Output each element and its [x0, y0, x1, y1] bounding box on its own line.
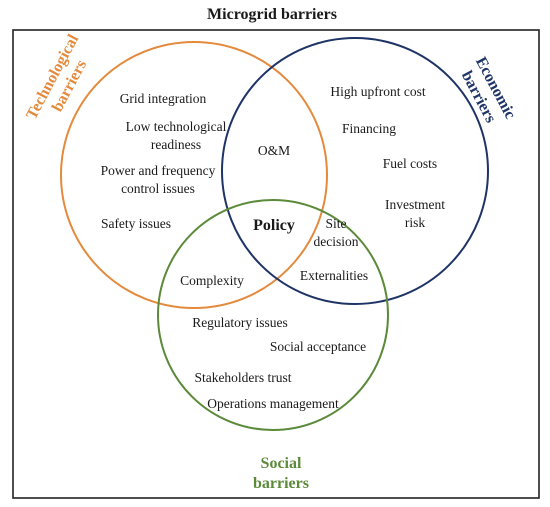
- item-power-frequency-line2: control issues: [121, 181, 195, 196]
- economic-set-label: Economic barriers: [458, 54, 519, 125]
- item-power-frequency-line1: Power and frequency: [101, 163, 216, 178]
- item-site-decision-line1: Site: [325, 216, 346, 231]
- item-low-tech-line2: readiness: [151, 137, 201, 152]
- item-financing: Financing: [342, 121, 396, 136]
- item-policy: Policy: [253, 217, 295, 234]
- item-regulatory-issues: Regulatory issues: [192, 315, 288, 330]
- economic-circle: [221, 37, 489, 305]
- item-safety-issues: Safety issues: [101, 216, 171, 231]
- item-externalities: Externalities: [300, 268, 368, 283]
- item-grid-integration: Grid integration: [120, 91, 207, 106]
- technological-circle: [60, 41, 328, 309]
- item-high-upfront-cost: High upfront cost: [330, 84, 425, 99]
- item-stakeholders-trust: Stakeholders trust: [194, 370, 291, 385]
- item-om: O&M: [258, 143, 290, 158]
- item-operations-management: Operations management: [207, 396, 339, 411]
- diagram-title: Microgrid barriers: [207, 6, 337, 23]
- social-label-line2: barriers: [253, 475, 309, 492]
- item-low-tech-line1: Low technological: [126, 119, 227, 134]
- social-set-label: Social barriers: [253, 455, 309, 492]
- diagram-frame: [12, 29, 540, 499]
- item-investment-risk-line1: Investment: [385, 197, 445, 212]
- item-complexity: Complexity: [180, 273, 244, 288]
- item-social-acceptance: Social acceptance: [270, 339, 366, 354]
- technological-set-label: Technological barriers: [23, 31, 90, 122]
- item-fuel-costs: Fuel costs: [383, 156, 437, 171]
- item-investment-risk-line2: risk: [405, 215, 426, 230]
- social-circle: [157, 199, 389, 431]
- social-label-line1: Social: [261, 455, 302, 472]
- item-site-decision-line2: decision: [314, 234, 359, 249]
